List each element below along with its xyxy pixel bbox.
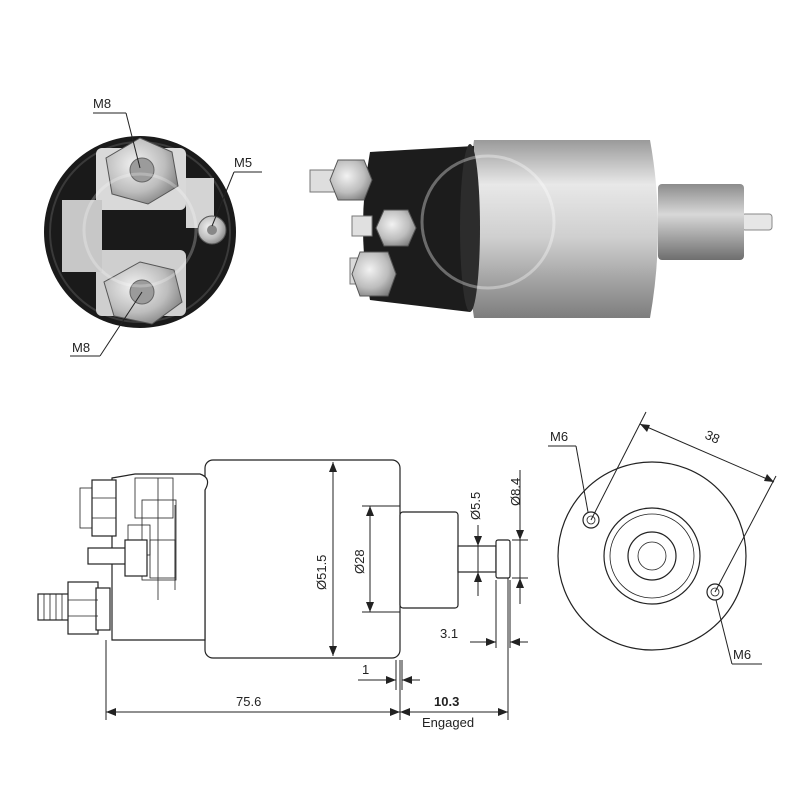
top-stud-nut	[329, 159, 373, 201]
solenoid-body	[467, 140, 658, 318]
side-view-drawing	[37, 459, 511, 659]
drawing-small-stud	[87, 547, 131, 565]
dim-body-diameter: Ø51.5	[314, 555, 329, 590]
dim-engaged-caption: Engaged	[422, 715, 474, 730]
label-m5: M5	[234, 155, 252, 170]
dim-body-length: 75.6	[236, 694, 261, 709]
side-view-dimensions	[105, 462, 528, 720]
photo-leaders	[70, 112, 262, 357]
drawing-bottom-stud	[37, 593, 71, 621]
drawing-plunger	[457, 545, 497, 573]
side-photo	[309, 140, 773, 318]
end-view-plunger-circle	[627, 531, 677, 581]
dim-engaged-travel: 10.3	[434, 694, 459, 709]
end-view-drawing	[557, 461, 747, 651]
drawing-plunger-tip	[495, 539, 511, 579]
dim-hole-spacing: 38	[703, 427, 722, 447]
insulator-block	[62, 200, 102, 272]
label-m8-bottom: M8	[72, 340, 90, 355]
label-m8-top: M8	[93, 96, 111, 111]
label-m6-bottom: M6	[733, 647, 751, 662]
dim-gap: 1	[362, 662, 369, 677]
dim-tip-diameter: Ø8.4	[508, 478, 523, 506]
plunger-tip	[741, 213, 773, 231]
bottom-stud-nut	[351, 251, 397, 297]
drawing-body	[204, 459, 401, 659]
drawing-cap	[111, 473, 209, 641]
watermark-logo	[82, 172, 198, 288]
dim-plunger-diameter: Ø5.5	[468, 492, 483, 520]
end-view-dimensions	[548, 411, 777, 665]
watermark-logo-side	[420, 154, 556, 290]
dim-inner-diameter: Ø28	[352, 549, 367, 574]
dim-tip-length: 3.1	[440, 626, 458, 641]
label-m6-top: M6	[550, 429, 568, 444]
end-cap-photo	[44, 136, 236, 328]
nose-sleeve	[658, 184, 744, 260]
drawing-nose	[399, 511, 459, 609]
